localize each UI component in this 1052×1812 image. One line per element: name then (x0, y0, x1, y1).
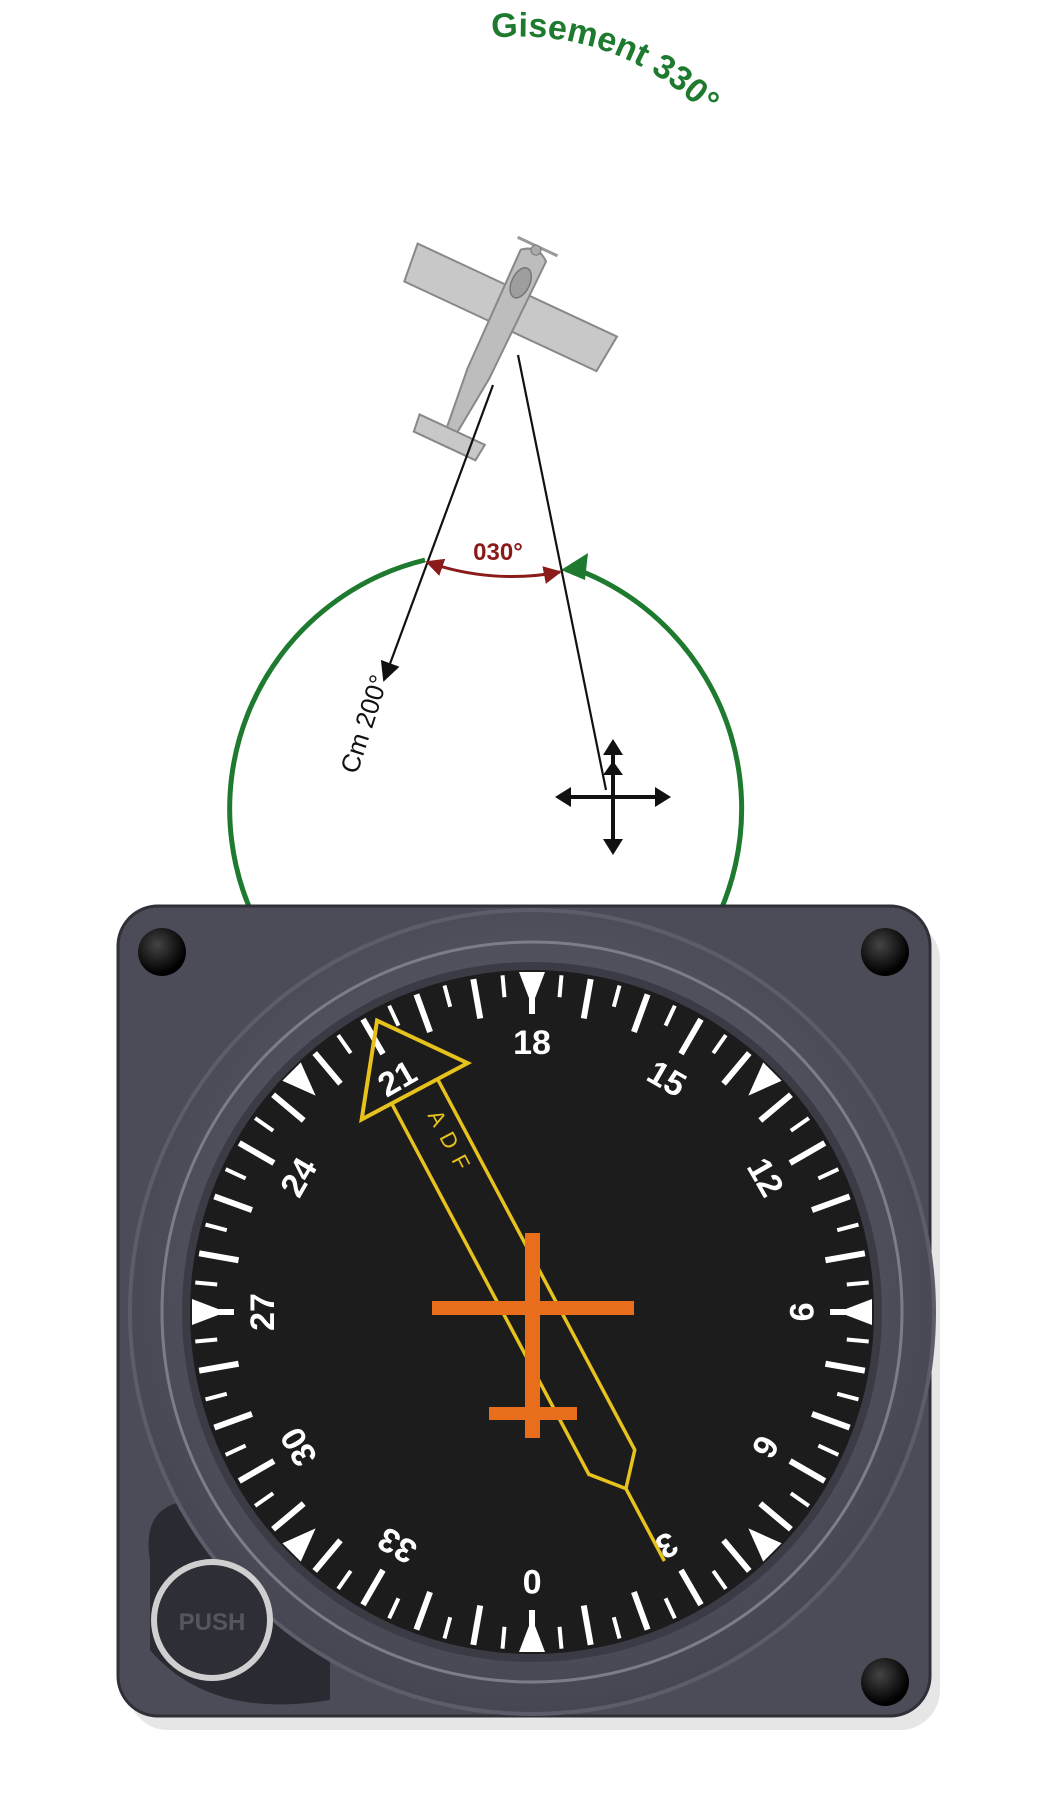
compass-tick (387, 1004, 401, 1027)
compass-number: 18 (513, 1024, 551, 1062)
compass-tick (788, 1458, 827, 1484)
compass-tick (611, 984, 622, 1008)
compass-tick (336, 1569, 353, 1591)
station-move-icon[interactable] (555, 739, 671, 855)
compass-index-triangle (282, 1062, 316, 1096)
compass-tick (663, 1004, 677, 1027)
compass-tick (195, 1337, 218, 1344)
compass-index-triangle (838, 1299, 872, 1325)
compass-tick (811, 1193, 851, 1213)
compass-index-triangle (519, 972, 545, 1006)
course-line (380, 384, 495, 682)
relative-bearing-arc (425, 558, 562, 584)
compass-tick (789, 1491, 811, 1508)
compass-tick (271, 1092, 306, 1123)
screw-bottom-right (861, 1658, 909, 1706)
compass-tick (557, 975, 564, 998)
compass-tick (442, 1616, 453, 1640)
compass-tick (721, 1538, 752, 1573)
compass-tick (711, 1569, 728, 1591)
compass-tick (253, 1116, 275, 1133)
compass-tick (442, 984, 453, 1008)
compass-tick (557, 1626, 564, 1649)
compass-tick (224, 1443, 247, 1457)
compass-index-triangle (748, 1528, 782, 1562)
compass-tick (237, 1458, 276, 1484)
screw-top-left (138, 928, 186, 976)
aircraft-symbol (432, 1233, 634, 1438)
compass-tick (631, 993, 651, 1033)
compass-tick (413, 993, 433, 1033)
compass-tick (811, 1411, 851, 1431)
compass-tick (271, 1501, 306, 1532)
compass-tick (237, 1140, 276, 1166)
compass-tick (758, 1092, 793, 1123)
compass-tick (198, 1250, 240, 1264)
compass-tick (360, 1568, 386, 1607)
compass-tick (846, 1280, 869, 1287)
compass-index-triangle (192, 1299, 226, 1325)
compass-tick (195, 1280, 218, 1287)
compass-tick (789, 1116, 811, 1133)
course-label: Cm 200° (334, 671, 394, 777)
compass-tick (824, 1250, 866, 1264)
compass-index-triangle (519, 1618, 545, 1652)
compass-tick (470, 1604, 484, 1646)
compass-tick (470, 978, 484, 1020)
compass-tick (204, 1391, 228, 1402)
arc-label: 030° (473, 539, 523, 566)
compass-tick (387, 1597, 401, 1620)
screw-top-right (861, 928, 909, 976)
compass-tick (500, 975, 507, 998)
compass-tick (580, 978, 594, 1020)
gisement-arrowhead (561, 553, 588, 580)
compass-index-triangle (748, 1062, 782, 1096)
compass-tick (312, 1538, 343, 1573)
compass-tick (198, 1360, 240, 1374)
compass-tick (788, 1140, 827, 1166)
compass-tick (500, 1626, 507, 1649)
compass-tick (824, 1360, 866, 1374)
compass-tick (678, 1017, 704, 1056)
station-bearing-line (516, 354, 608, 791)
compass-tick (213, 1193, 253, 1213)
compass-tick (846, 1337, 869, 1344)
compass-index-triangle (282, 1528, 316, 1562)
compass-tick (413, 1591, 433, 1631)
compass-number: 0 (523, 1562, 542, 1600)
compass-tick (836, 1391, 860, 1402)
compass-tick (817, 1443, 840, 1457)
compass-tick (678, 1568, 704, 1607)
compass-tick (611, 1616, 622, 1640)
compass-tick (631, 1591, 651, 1631)
compass-tick (253, 1491, 275, 1508)
compass-ticks (192, 972, 872, 1652)
compass-tick (204, 1222, 228, 1233)
compass-tick (817, 1167, 840, 1181)
push-knob[interactable]: PUSH (151, 1559, 273, 1681)
aircraft-icon (403, 235, 619, 462)
compass-number: 27 (244, 1293, 282, 1331)
compass-tick (336, 1033, 353, 1055)
gisement-label: Gisement 330° (490, 6, 726, 121)
compass-tick (312, 1051, 343, 1086)
compass-number: 9 (782, 1303, 820, 1322)
push-knob-label: PUSH (179, 1609, 246, 1636)
compass-tick (836, 1222, 860, 1233)
compass-tick (711, 1033, 728, 1055)
compass-tick (224, 1167, 247, 1181)
compass-tick (213, 1411, 253, 1431)
compass-tick (758, 1501, 793, 1532)
compass-tick (580, 1604, 594, 1646)
compass-tick (663, 1597, 677, 1620)
compass-tick (721, 1051, 752, 1086)
